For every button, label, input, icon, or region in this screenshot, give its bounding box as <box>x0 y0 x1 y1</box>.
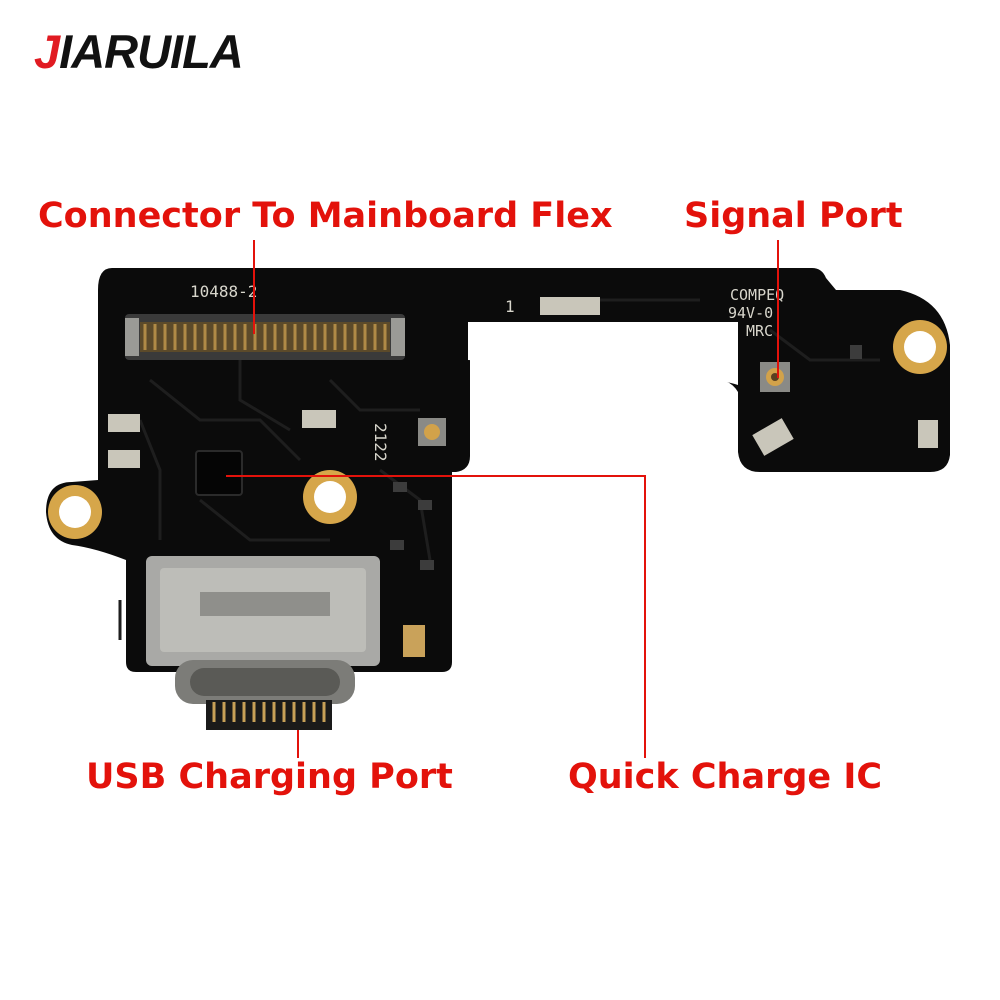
silk-cert-line-2: 94V-0 <box>728 304 773 322</box>
silk-cert-line-1: COMPEQ <box>730 286 784 304</box>
silk-cert-line-3: MRC <box>746 322 773 340</box>
silk-date-code: 2122 <box>371 423 390 462</box>
smd-components <box>108 297 938 657</box>
brand-logo: JIARUILA <box>34 25 244 78</box>
brand-logo-text: JIARUILA <box>34 25 243 78</box>
mainboard-flex-connector <box>125 314 405 360</box>
callout-connector-label: Connector To Mainboard Flex <box>38 196 613 236</box>
pcb-traces <box>118 298 880 640</box>
mounting-hole-center <box>303 470 357 524</box>
mounting-hole-right <box>893 320 947 374</box>
silk-pin-marker: 1 <box>505 297 515 316</box>
pcb-notch-cutout <box>468 322 738 385</box>
brand-logo-initial: J <box>34 25 61 78</box>
usb-c-charging-port <box>146 556 380 730</box>
callout-quick-charge-ic-label: Quick Charge IC <box>568 757 883 797</box>
mounting-hole-left <box>48 485 102 539</box>
brand-logo-rest: IARUILA <box>59 25 243 78</box>
callout-usb-charging-port-label: USB Charging Port <box>86 757 453 797</box>
signal-port-connector <box>760 362 790 392</box>
quick-charge-ic-chip <box>195 450 243 496</box>
callout-signal-port-label: Signal Port <box>684 196 903 236</box>
small-coax-pad <box>418 418 446 446</box>
leader-line-quick-charge <box>226 475 646 758</box>
silk-part-number: 10488-2 <box>190 282 257 301</box>
